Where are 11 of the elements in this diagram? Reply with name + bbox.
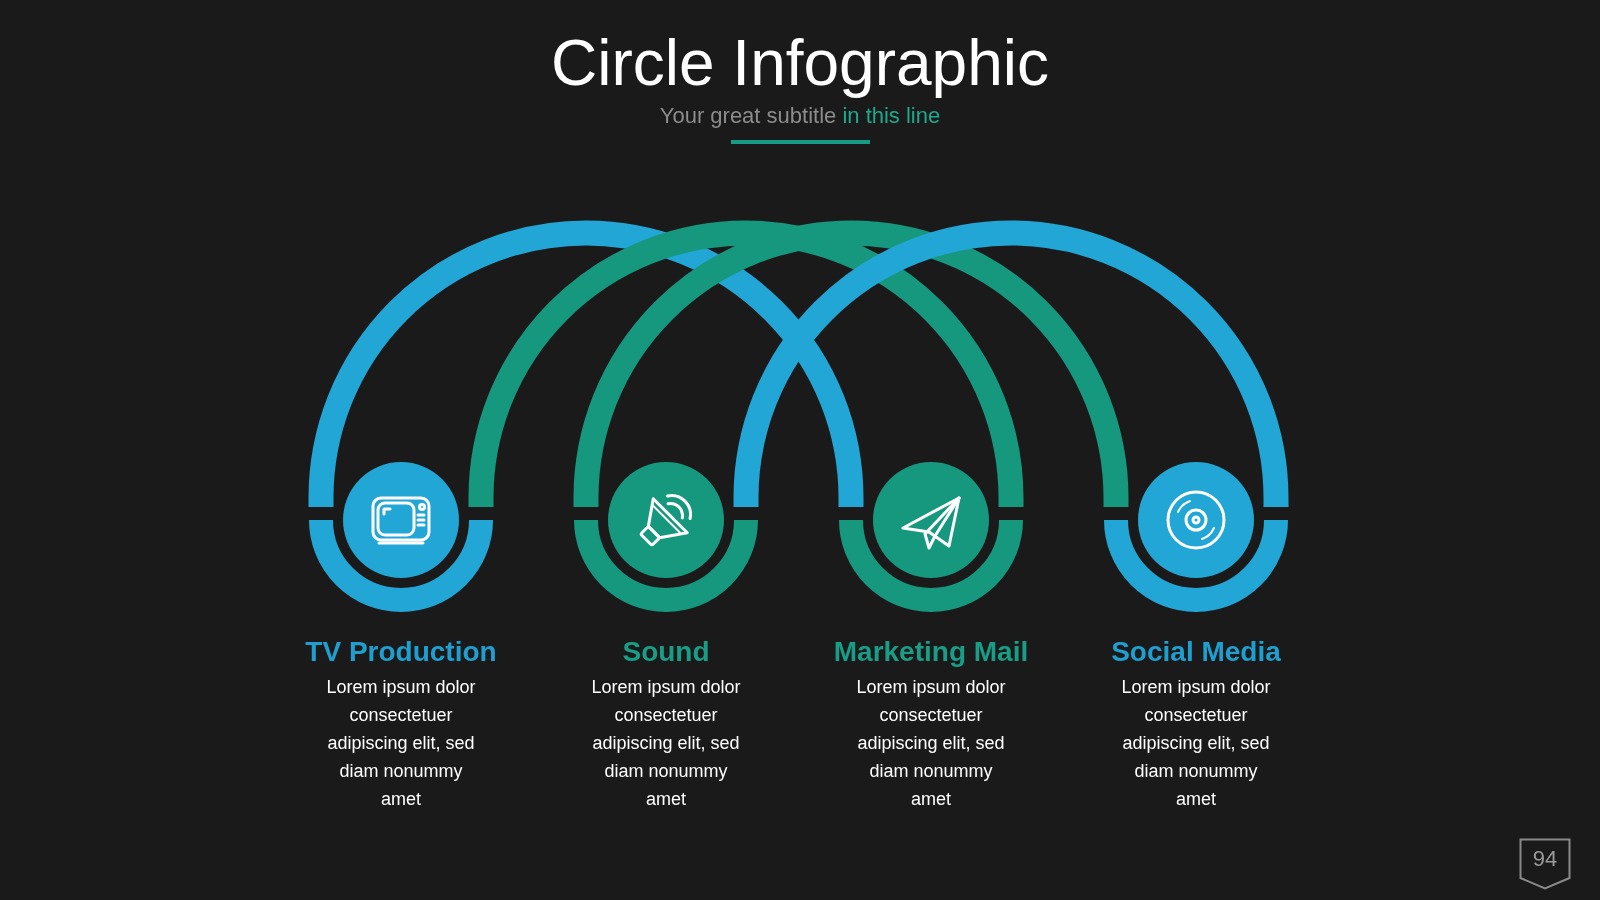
item-heading: Social Media xyxy=(1111,635,1281,669)
slide-title: Circle Infographic xyxy=(551,27,1049,99)
description-text: Lorem ipsum dolor consectetuer adipiscing elit, sed diam nonummy amet xyxy=(1120,676,1272,811)
item-heading: Sound xyxy=(622,635,710,669)
description-text: Lorem ipsum dolor consectetuer adipiscing elit, sed diam nonummy amet xyxy=(325,676,477,811)
subtitle: Your great subtitle in this line xyxy=(659,102,941,130)
item-heading: TV Production xyxy=(305,635,497,669)
item-heading: Marketing Mail xyxy=(833,635,1029,669)
description-text: Lorem ipsum dolor consectetuer adipiscing elit, sed diam nonummy amet xyxy=(590,676,742,811)
page-number: 94 xyxy=(1519,838,1571,890)
description-text: Lorem ipsum dolor consectetuer adipiscing elit, sed diam nonummy amet xyxy=(855,676,1007,811)
